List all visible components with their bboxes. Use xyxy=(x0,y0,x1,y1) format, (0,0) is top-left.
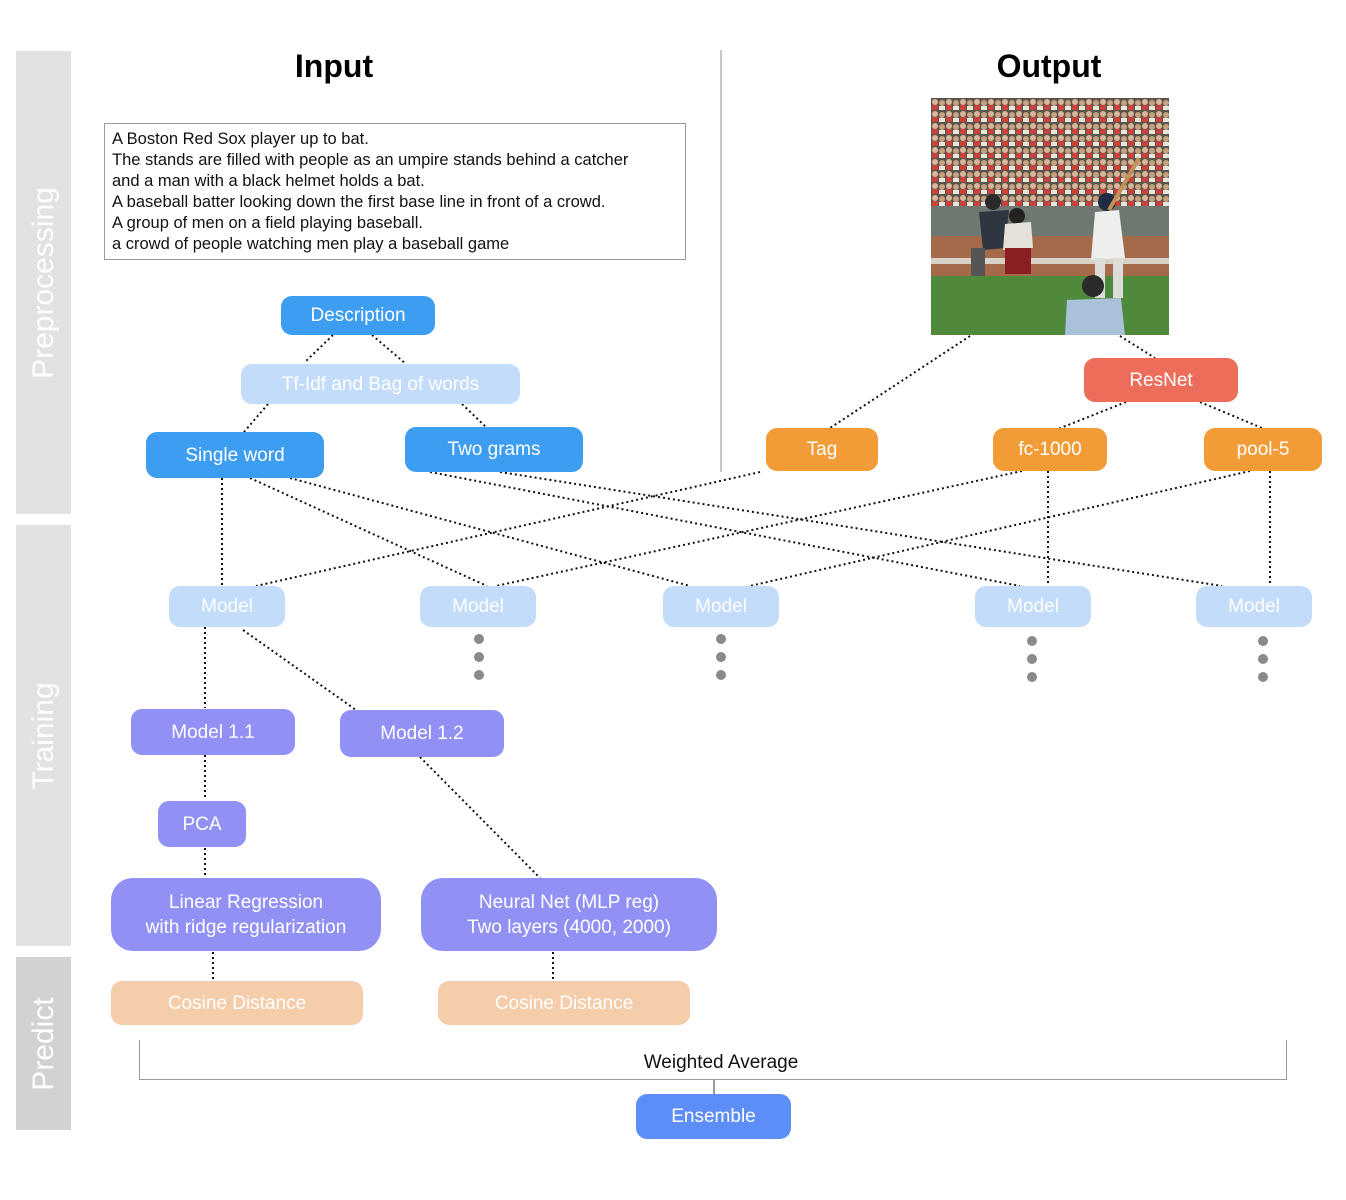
more-models-ellipsis xyxy=(474,634,484,688)
neural-net-line-2: Two layers (4000, 2000) xyxy=(467,916,671,938)
single-word-node: Single word xyxy=(146,432,324,478)
linear-regression-line-1: Linear Regression xyxy=(168,891,324,913)
weighted-average-label: Weighted Average xyxy=(643,1052,799,1073)
linear-regression-node: Linear Regression with ridge regularizat… xyxy=(111,878,381,951)
pca-node: PCA xyxy=(158,801,246,847)
neural-net-node: Neural Net (MLP reg) Two layers (4000, 2… xyxy=(421,878,717,951)
stage-preprocessing: Preprocessing xyxy=(16,51,71,514)
tfidf-bag-of-words-node: Tf-Idf and Bag of words xyxy=(241,364,520,404)
model-node: Model xyxy=(420,586,536,627)
caption-line: and a man with a black helmet holds a ba… xyxy=(112,172,425,190)
stage-predict: Predict xyxy=(16,957,71,1130)
caption-line: A group of men on a field playing baseba… xyxy=(112,214,423,232)
more-models-ellipsis xyxy=(1258,636,1268,690)
tag-node: Tag xyxy=(766,428,878,471)
output-heading: Output xyxy=(996,48,1102,84)
model-node: Model xyxy=(1196,586,1312,627)
more-models-ellipsis xyxy=(1027,636,1037,690)
caption-line: The stands are filled with people as an … xyxy=(112,151,629,169)
cosine-distance-node: Cosine Distance xyxy=(438,981,690,1025)
stage-training: Training xyxy=(16,525,71,946)
caption-text-box: A Boston Red Sox player up to bat. The s… xyxy=(104,123,686,260)
model-1-2-node: Model 1.2 xyxy=(340,710,504,757)
model-node: Model xyxy=(975,586,1091,627)
caption-line: A Boston Red Sox player up to bat. xyxy=(112,130,369,148)
more-models-ellipsis xyxy=(716,634,726,688)
model-node: Model xyxy=(663,586,779,627)
neural-net-line-1: Neural Net (MLP reg) xyxy=(478,891,660,913)
ensemble-node: Ensemble xyxy=(636,1094,791,1139)
caption-line: a crowd of people watching men play a ba… xyxy=(112,235,510,253)
baseball-photo xyxy=(931,98,1169,335)
model-1-1-node: Model 1.1 xyxy=(131,709,295,755)
input-heading: Input xyxy=(294,48,374,84)
two-grams-node: Two grams xyxy=(405,427,583,472)
caption-line: A baseball batter looking down the first… xyxy=(112,193,606,211)
weighted-average-bracket xyxy=(139,1040,1287,1080)
resnet-node: ResNet xyxy=(1084,358,1238,402)
description-node: Description xyxy=(281,296,435,335)
pool-5-node: pool-5 xyxy=(1204,428,1322,471)
input-output-divider xyxy=(720,50,722,472)
cosine-distance-node: Cosine Distance xyxy=(111,981,363,1025)
fc-1000-node: fc-1000 xyxy=(993,428,1107,471)
linear-regression-line-2: with ridge regularization xyxy=(145,916,347,938)
baseball-photo-illustration xyxy=(931,98,1169,335)
model-node: Model xyxy=(169,586,285,627)
weighted-average-stem xyxy=(713,1080,715,1095)
